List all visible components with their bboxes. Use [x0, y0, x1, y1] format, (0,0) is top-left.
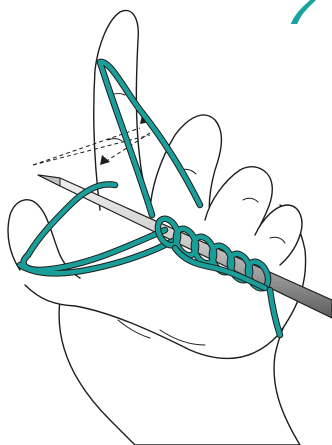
palm-outline [24, 204, 307, 360]
stitch-chain [172, 245, 268, 291]
hand-outline [7, 9, 307, 445]
index-finger-outline [93, 9, 156, 216]
cast-on-stitches [154, 215, 272, 292]
yarn-strands [16, 58, 284, 339]
stitch-loop [191, 234, 217, 266]
middle-finger-outline [149, 114, 223, 221]
pinky-finger-outline [254, 204, 303, 266]
stitch-loop [155, 216, 181, 248]
ring-finger-outline [204, 166, 273, 231]
